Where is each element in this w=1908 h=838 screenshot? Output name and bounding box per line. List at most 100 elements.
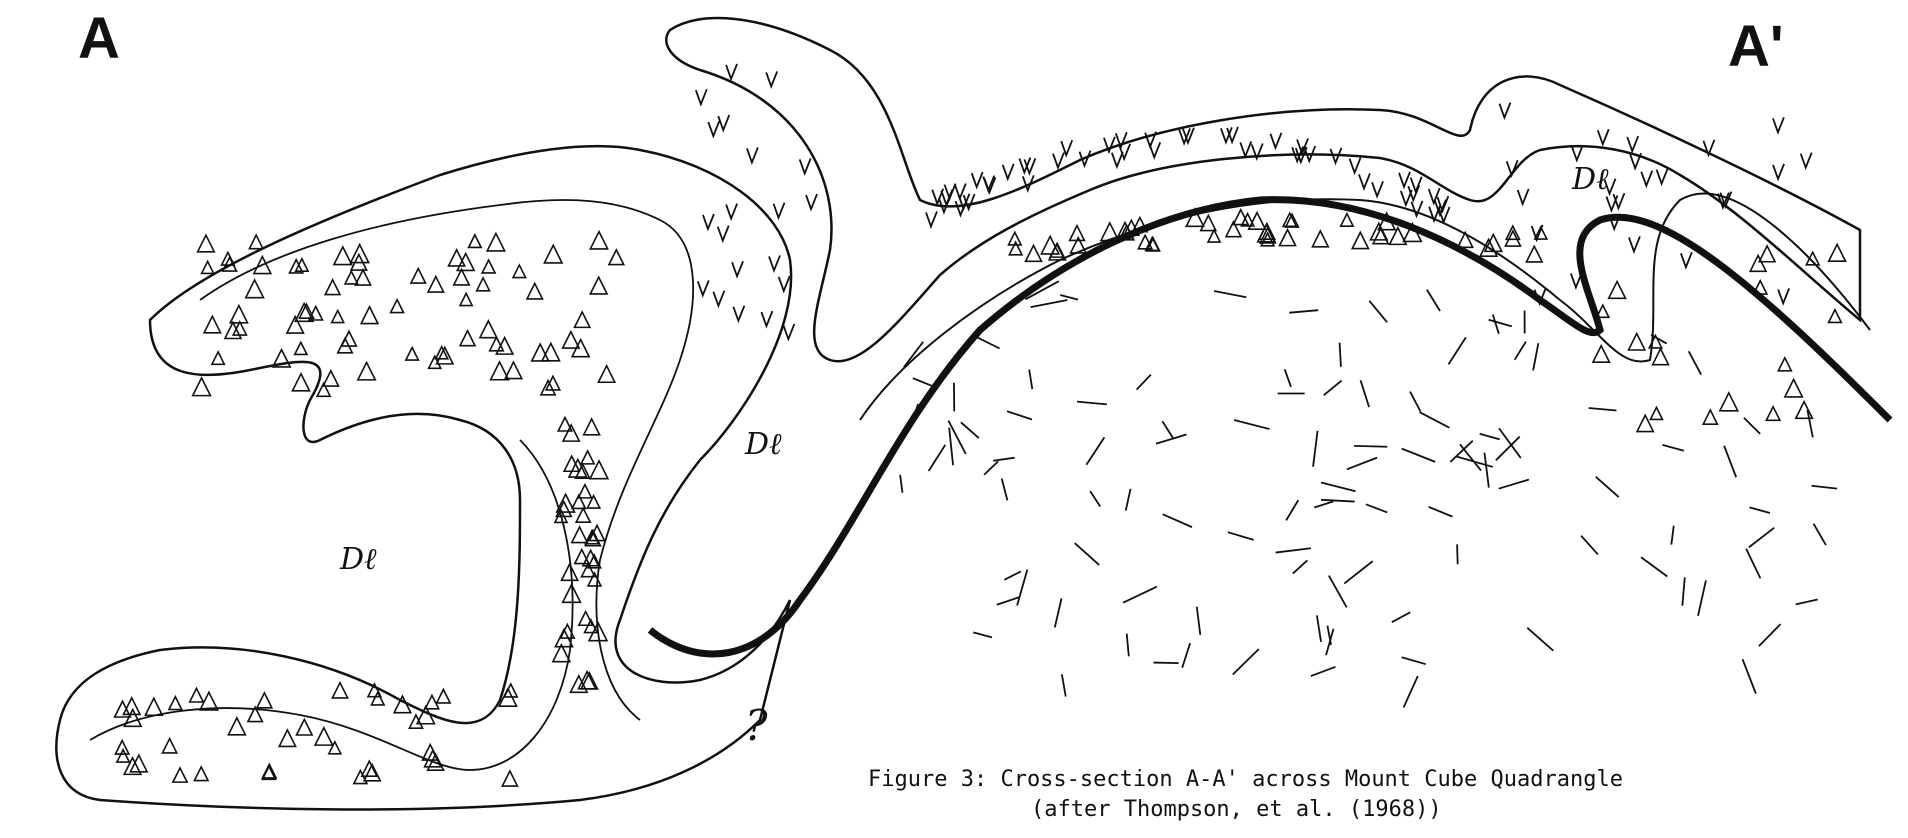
basement-dash [1589,408,1617,411]
triangle-mark [578,485,591,498]
triangle-mark [584,419,600,435]
triangle-mark [295,342,307,354]
triangle-mark [1703,410,1717,424]
basement-dash [1163,514,1192,527]
triangle-mark [449,250,465,266]
v-mark [769,255,780,270]
basement-dash [929,445,946,471]
basement-dash [1596,477,1619,497]
triangle-mark [428,277,443,292]
basement-dash [1480,434,1500,440]
basement-dash [984,461,998,474]
triangle-mark [487,233,505,251]
v-mark [1359,173,1370,188]
triangle-mark [292,374,309,391]
basement-dash [1814,524,1826,545]
basement-dash [1007,411,1032,419]
triangle-mark [345,271,358,284]
basement-dash [1682,577,1684,605]
unit-label-center: Dℓ [745,430,782,460]
basement-dash [1427,290,1440,311]
v-mark [1411,177,1422,192]
triangle-mark [297,719,313,735]
caption-line-2: (after Thompson, et al. (1968)) [868,797,1442,822]
v-mark [726,204,737,219]
triangle-mark [1785,379,1803,397]
v-mark [779,276,790,291]
triangle-mark [190,688,204,702]
v-mark [774,203,785,218]
v-mark [1499,103,1510,118]
basement-dash [1233,649,1259,674]
triangle-mark [204,316,220,332]
unit-label-right: Dℓ [1572,165,1609,195]
basement-dash [1127,634,1129,657]
v-mark [703,214,714,229]
basement-dash [1197,607,1201,635]
unit-label-left: Dℓ [340,545,377,575]
triangle-mark [563,425,579,441]
basement-dash [904,342,923,367]
basement-dash [1759,624,1781,646]
triangle-mark [391,300,404,313]
basement-dash [1392,612,1410,622]
basement-dash [1410,392,1421,412]
v-mark [696,89,707,104]
v-mark [718,115,729,130]
triangle-mark [406,348,419,361]
triangle-mark [469,235,482,248]
triangle-mark [437,689,450,702]
basement-dash [1004,571,1021,579]
v-mark [1145,132,1156,147]
triangle-mark [460,331,475,346]
basement-dash [1234,420,1269,429]
basement-dash [1286,500,1298,520]
v-mark [972,172,983,187]
triangle-mark [1526,246,1542,262]
v-mark [1773,164,1784,179]
v-mark [1053,153,1064,168]
v-mark [806,194,817,209]
basement-dash [1344,561,1372,583]
basement-dash [1662,445,1683,451]
basement-dash-pattern [900,281,1837,707]
triangle-mark [562,564,578,580]
basement-dash [1317,615,1321,641]
v-mark [1372,181,1383,196]
triangle-mark [358,362,375,379]
basement-dash [1493,315,1499,334]
basement-dash [1746,549,1760,579]
v-mark [747,147,758,162]
basement-dash [1689,351,1701,374]
v-mark [932,189,943,204]
v-mark [1572,145,1583,160]
basement-dash [961,422,979,438]
basement-dash [1214,291,1246,297]
caption-line-1: Figure 3: Cross-section A-A' across Moun… [868,767,1623,792]
section-end-label-left: A [78,10,120,68]
triangle-mark [212,352,224,364]
basement-dash [1062,674,1066,696]
basement-dash [900,475,902,493]
basement-dash [1289,310,1318,312]
basement-dash [1285,369,1291,387]
triangle-mark [194,767,208,781]
triangle-mark [576,508,590,522]
volcanic-unit-upper [666,18,1860,361]
triangle-mark [527,283,542,298]
v-mark [733,306,744,321]
basement-dash [1724,446,1736,478]
triangle-mark [564,456,579,471]
triangle-mark [1796,402,1813,419]
v-mark [1598,129,1609,144]
triangle-mark [1280,230,1296,246]
triangle-mark [173,768,187,782]
basement-dash [1533,343,1538,370]
v-mark [1629,236,1640,251]
v-mark [1571,272,1582,287]
triangle-mark [575,550,589,564]
basement-dash [1671,526,1673,545]
basement-dash [1153,663,1178,664]
triangle-mark [202,261,214,273]
triangle-mark [1750,255,1766,271]
